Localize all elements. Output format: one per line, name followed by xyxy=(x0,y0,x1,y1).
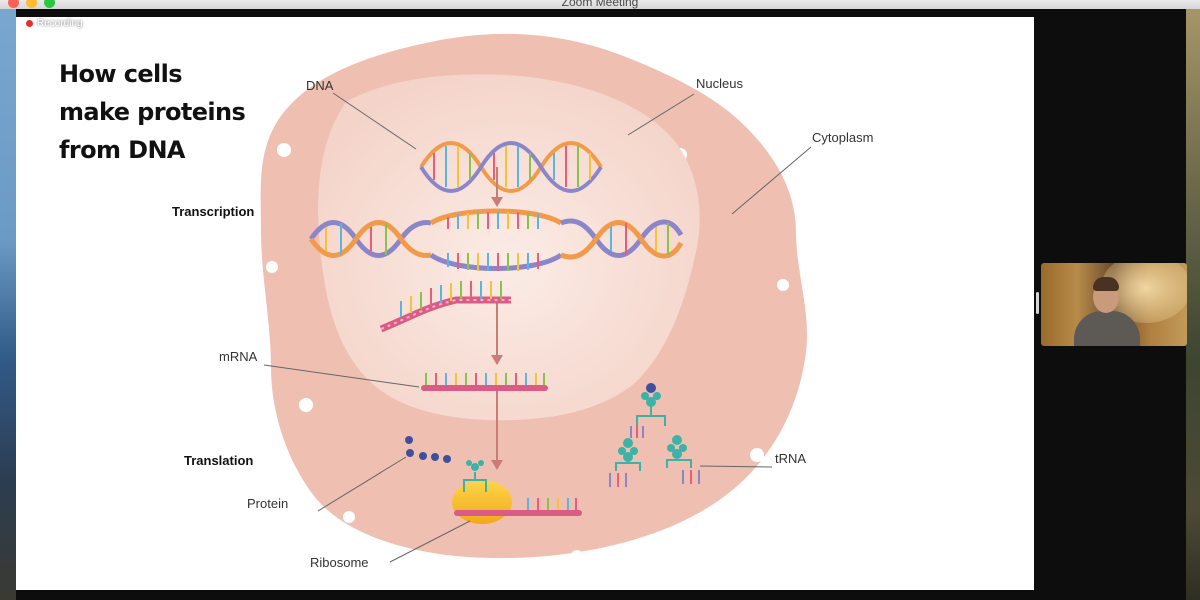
nascent-mrna xyxy=(379,281,511,333)
desktop-wallpaper-left xyxy=(0,0,16,600)
label-trna: tRNA xyxy=(775,451,807,466)
panel-resize-handle[interactable] xyxy=(1036,292,1039,314)
title-bar: Zoom Meeting xyxy=(0,0,1200,9)
window-title: Zoom Meeting xyxy=(561,0,639,9)
recording-label: Recording xyxy=(37,18,83,29)
label-transcription: Transcription xyxy=(172,204,255,219)
nucleus xyxy=(318,74,700,421)
label-leader-lines xyxy=(263,92,812,563)
slide-title: How cells make proteins from DNA xyxy=(59,60,246,164)
shared-screen-slide: Recording How cells make proteins from D… xyxy=(16,17,1034,590)
trna-molecules xyxy=(609,383,700,487)
label-protein: Protein xyxy=(247,496,289,511)
desktop-wallpaper-right xyxy=(1186,0,1200,600)
ribosome xyxy=(452,460,582,524)
participant-video-thumbnail[interactable] xyxy=(1041,263,1187,346)
label-nucleus: Nucleus xyxy=(696,76,743,91)
zoom-icon[interactable] xyxy=(44,0,55,8)
label-mrna: mRNA xyxy=(219,349,258,364)
flow-arrows xyxy=(491,167,503,470)
participant-hair xyxy=(1093,277,1119,291)
label-translation: Translation xyxy=(184,453,254,468)
recording-dot-icon xyxy=(26,20,33,27)
label-cytoplasm: Cytoplasm xyxy=(812,130,874,145)
transcription-helix xyxy=(308,208,684,271)
label-ribosome: Ribosome xyxy=(310,555,369,570)
protein-synthesis-diagram xyxy=(260,33,812,563)
protein-chain xyxy=(405,436,451,463)
participant-torso xyxy=(1074,311,1140,346)
close-icon[interactable] xyxy=(8,0,19,8)
dna-helix xyxy=(419,141,603,193)
minimize-icon[interactable] xyxy=(26,0,37,8)
mrna-strand xyxy=(421,373,548,391)
label-dna: DNA xyxy=(306,78,334,93)
recording-indicator: Recording xyxy=(26,18,83,29)
